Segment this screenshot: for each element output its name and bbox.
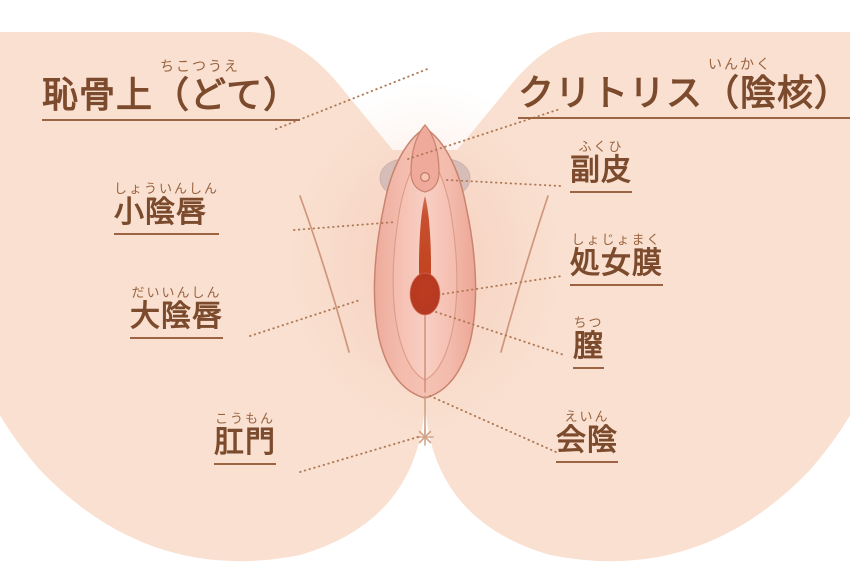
label-fukuhi-text: 副皮 <box>570 153 632 193</box>
label-labia-majora[interactable]: だいいんしん 大陰唇 <box>130 285 223 339</box>
hymen-ring <box>409 272 441 316</box>
label-labia-majora-text: 大陰唇 <box>130 299 223 339</box>
vaginal-opening <box>410 273 440 315</box>
leader-perineum <box>429 395 557 453</box>
anus-star-icon <box>416 428 434 446</box>
left-thigh-crease-line <box>299 195 350 353</box>
label-clitoris-text: クリトリス（陰核） <box>518 72 850 119</box>
label-vagina-text: 膣 <box>573 329 604 369</box>
label-labia-minora[interactable]: しょういんしん 小陰唇 <box>114 181 220 235</box>
label-hymen[interactable]: しょじょまく 処女膜 <box>570 232 663 286</box>
label-perineum-ruby: えいん <box>564 409 610 424</box>
label-anus-ruby: こうもん <box>214 411 275 426</box>
label-fukuhi[interactable]: ふくひ 副皮 <box>570 139 632 193</box>
leader-labia-majora <box>249 299 361 337</box>
label-mons-pubis-text: 恥骨上（どて） <box>42 74 301 121</box>
leader-mons-pubis <box>275 67 431 130</box>
label-vagina-ruby: ちつ <box>573 315 604 330</box>
label-anus-text: 肛門 <box>214 425 276 465</box>
right-thigh-crease-line <box>500 195 549 353</box>
label-labia-majora-ruby: だいいんしん <box>131 285 222 300</box>
label-clitoris[interactable]: いんかく クリトリス（陰核） <box>518 58 850 119</box>
leader-anus <box>299 436 419 473</box>
label-anus[interactable]: こうもん 肛門 <box>214 411 276 465</box>
label-labia-minora-text: 小陰唇 <box>114 195 220 235</box>
label-clitoris-ruby: いんかく <box>708 58 772 73</box>
clitoral-hood-shape <box>410 124 440 193</box>
label-vagina[interactable]: ちつ 膣 <box>573 315 604 369</box>
leader-fukuhi <box>446 179 561 187</box>
label-perineum[interactable]: えいん 会陰 <box>556 409 618 463</box>
label-labia-minora-ruby: しょういんしん <box>114 181 220 196</box>
label-fukuhi-ruby: ふくひ <box>578 139 624 154</box>
clitoris-glans <box>420 172 431 183</box>
leader-hymen <box>442 275 563 295</box>
label-mons-pubis-ruby: ちこつうえ <box>160 60 240 75</box>
label-hymen-text: 処女膜 <box>570 246 663 286</box>
label-hymen-ruby: しょじょまく <box>571 232 662 247</box>
leader-vagina <box>435 311 565 356</box>
label-perineum-text: 会陰 <box>556 423 618 463</box>
label-mons-pubis[interactable]: ちこつうえ 恥骨上（どて） <box>42 60 301 121</box>
leader-labia-minora <box>293 221 397 231</box>
